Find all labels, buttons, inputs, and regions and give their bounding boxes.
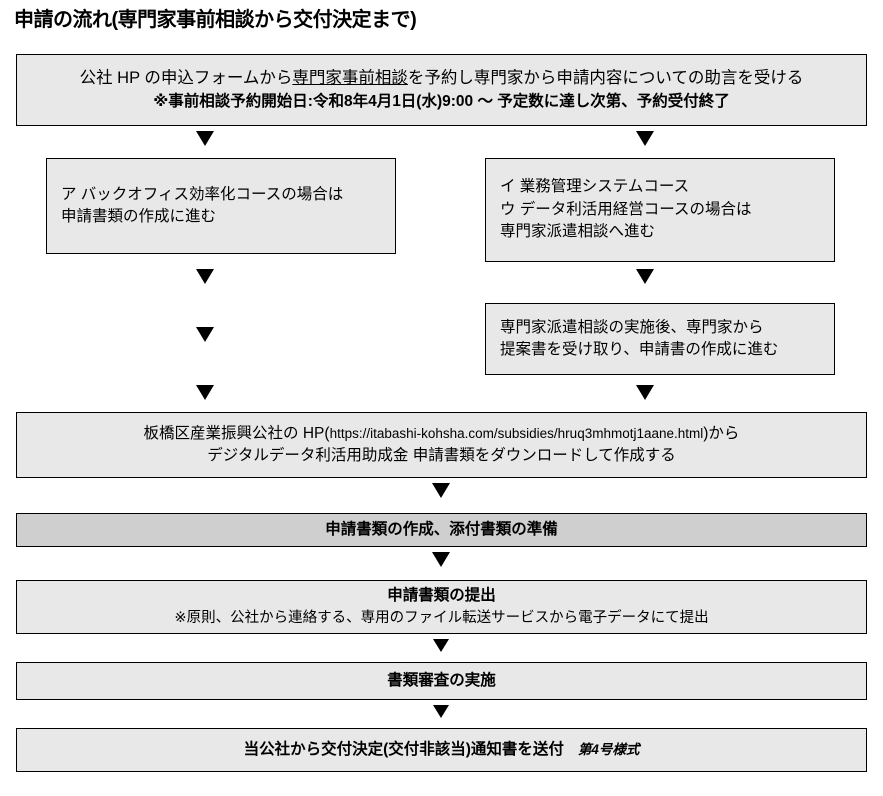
- dispatch-result-line-2: 提案書を受け取り、申請書の作成に進む: [500, 341, 779, 358]
- down-arrow-to-course-bc: [636, 131, 654, 146]
- course-bc-line-3: 専門家派遣相談へ進む: [500, 223, 656, 241]
- review-line-1: 書類審査の実施: [387, 671, 496, 689]
- submit-line-2: ※原則、公社から連絡する、専用のファイル転送サービスから電子データにて提出: [174, 609, 709, 626]
- down-arrow-to-prepare: [432, 483, 450, 498]
- download-line-2: デジタルデータ利活用助成金 申請書類をダウンロードして作成する: [207, 447, 676, 464]
- pre-consultation-line-2: ※事前相談予約開始日:令和8年4月1日(水)9:00 ～ 予定数に達し次第、予約…: [153, 92, 730, 110]
- decision-text: 当公社から交付決定(交付非該当)通知書を送付: [243, 740, 564, 758]
- course-bc-line-2: ウ データ利活用経営コースの場合は: [500, 200, 752, 218]
- download-url: https://itabashi-kohsha.com/subsidies/hr…: [329, 425, 704, 441]
- down-arrow-to-course-a: [196, 131, 214, 146]
- decision-line-1: 当公社から交付決定(交付非該当)通知書を送付第4号様式: [17, 739, 866, 761]
- box-dispatch-result: 専門家派遣相談の実施後、専門家から 提案書を受け取り、申請書の作成に進む: [485, 303, 835, 375]
- prepare-line-1: 申請書類の作成、添付書類の準備: [325, 520, 558, 538]
- down-arrow-left-3: [196, 385, 214, 400]
- pre-consultation-text-b: を予約し専門家から申請内容についての助言を受ける: [407, 68, 804, 87]
- down-arrow-to-dispatch-result: [636, 269, 654, 284]
- download-line-1: 板橋区産業振興公社の HP(https://itabashi-kohsha.co…: [17, 423, 866, 445]
- page-title: 申請の流れ(専門家事前相談から交付決定まで): [14, 9, 417, 31]
- dispatch-result-line-1: 専門家派遣相談の実施後、専門家から: [500, 318, 764, 336]
- box-document-review: 書類審査の実施: [16, 662, 867, 700]
- course-a-line-2: 申請書類の作成に進む: [61, 208, 217, 225]
- decision-form-number: 第4号様式: [577, 741, 640, 757]
- box-submit-documents: 申請書類の提出 ※原則、公社から連絡する、専用のファイル転送サービスから電子デー…: [16, 580, 867, 634]
- down-arrow-to-submit: [432, 552, 450, 567]
- box-download-forms: 板橋区産業振興公社の HP(https://itabashi-kohsha.co…: [16, 412, 867, 478]
- box-prepare-documents: 申請書類の作成、添付書類の準備: [16, 513, 867, 547]
- course-bc-line-1: イ 業務管理システムコース: [500, 178, 690, 196]
- down-arrow-left-1: [196, 269, 214, 284]
- box-course-bc: イ 業務管理システムコース ウ データ利活用経営コースの場合は 専門家派遣相談へ…: [485, 158, 835, 262]
- pre-consultation-line-1: 公社 HP の申込フォームから専門家事前相談を予約し専門家から申請内容についての…: [17, 67, 866, 91]
- pre-consultation-underlined-term: 専門家事前相談: [292, 68, 408, 87]
- box-course-a: ア バックオフィス効率化コースの場合は 申請書類の作成に進む: [46, 158, 396, 254]
- pre-consultation-text-a: 公社 HP の申込フォームから: [79, 68, 293, 87]
- download-text-a: 板橋区産業振興公社の HP(: [143, 424, 330, 442]
- submit-line-1: 申請書類の提出: [387, 587, 496, 605]
- box-pre-consultation: 公社 HP の申込フォームから専門家事前相談を予約し専門家から申請内容についての…: [16, 54, 867, 126]
- download-text-b: )から: [703, 424, 740, 442]
- down-arrow-to-decision: [433, 705, 449, 718]
- down-arrow-right-to-download: [636, 385, 654, 400]
- down-arrow-to-review: [433, 639, 449, 652]
- box-grant-decision: 当公社から交付決定(交付非該当)通知書を送付第4号様式: [16, 728, 867, 772]
- down-arrow-left-2: [196, 327, 214, 342]
- course-a-line-1: ア バックオフィス効率化コースの場合は: [61, 185, 344, 203]
